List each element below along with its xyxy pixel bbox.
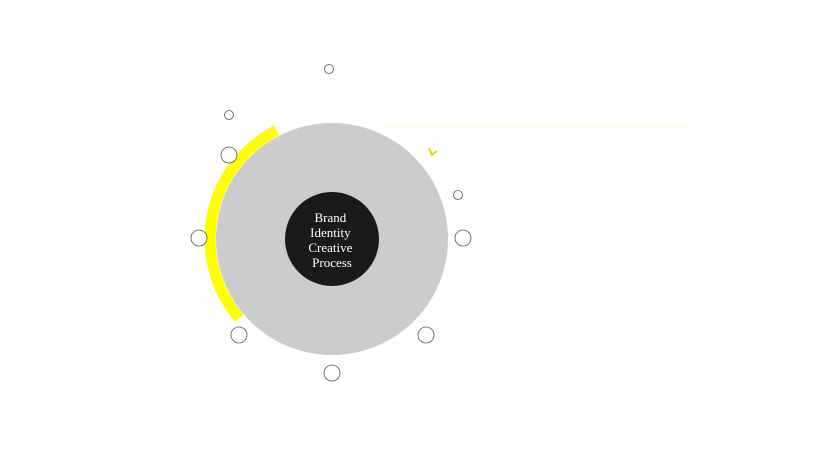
ring-node-3[interactable]	[190, 229, 208, 247]
progress-arc	[204, 125, 280, 322]
center-label-line-3: Creative	[308, 240, 352, 255]
ring-node-1[interactable]	[323, 364, 341, 382]
center-label-line-2: Identity	[310, 225, 351, 240]
center-hub	[285, 192, 379, 286]
ring-node-4[interactable]	[220, 146, 238, 164]
center-label: Brand Identity Creative Process	[308, 210, 355, 270]
center-label-line-1: Brand	[314, 210, 346, 225]
ring-node-2[interactable]	[230, 326, 248, 344]
ring-node-6[interactable]	[454, 229, 472, 247]
small-node-7[interactable]	[453, 190, 463, 200]
ring-nodes	[190, 64, 472, 382]
small-node-9[interactable]	[324, 64, 334, 74]
ring-node-5[interactable]	[417, 326, 435, 344]
check-icon	[428, 147, 438, 157]
small-node-8[interactable]	[224, 110, 234, 120]
center-label-line-4: Process	[312, 255, 352, 270]
